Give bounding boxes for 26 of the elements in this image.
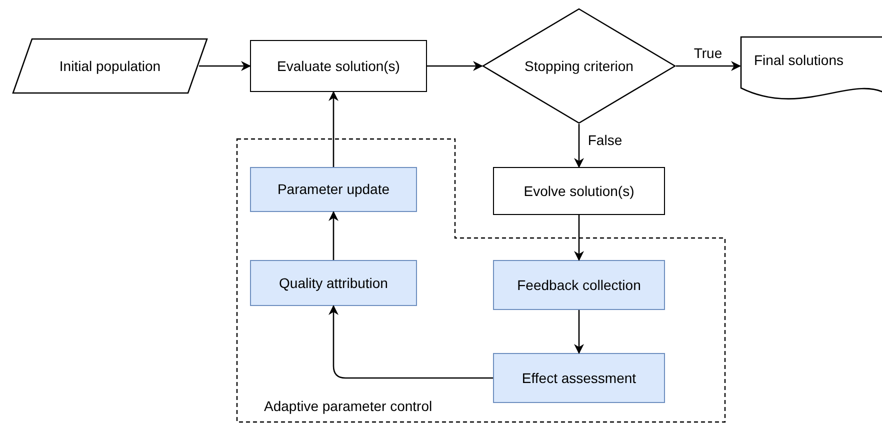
region-label: Adaptive parameter control: [264, 397, 432, 416]
arrow: [574, 215, 584, 261]
arrow: [328, 211, 338, 260]
arrow: [574, 124, 584, 168]
arrow: [199, 61, 251, 71]
edge-label: True: [692, 46, 724, 60]
arrow: [574, 310, 584, 354]
arrow: [328, 91, 338, 167]
process-box: [250, 40, 427, 92]
process-box: [250, 167, 417, 212]
node-label: Evolve solution(s): [524, 182, 634, 201]
node-label: Initial population: [59, 56, 161, 76]
process-box: [493, 260, 665, 310]
arrow: [676, 61, 741, 71]
process-box: [493, 167, 665, 215]
node-label: Effect assessment: [522, 368, 636, 388]
node-label: Feedback collection: [517, 276, 641, 294]
node-label: Evaluate solution(s): [277, 56, 400, 76]
node-label: Stopping criterion: [524, 56, 634, 76]
node-label: Parameter update: [277, 180, 390, 199]
node-label: Final solutions: [754, 51, 844, 70]
process-box: [493, 353, 665, 403]
arrow: [427, 61, 483, 71]
arrow: [328, 305, 493, 379]
node-label: Quality attribution: [279, 274, 388, 293]
process-box: [250, 260, 417, 306]
